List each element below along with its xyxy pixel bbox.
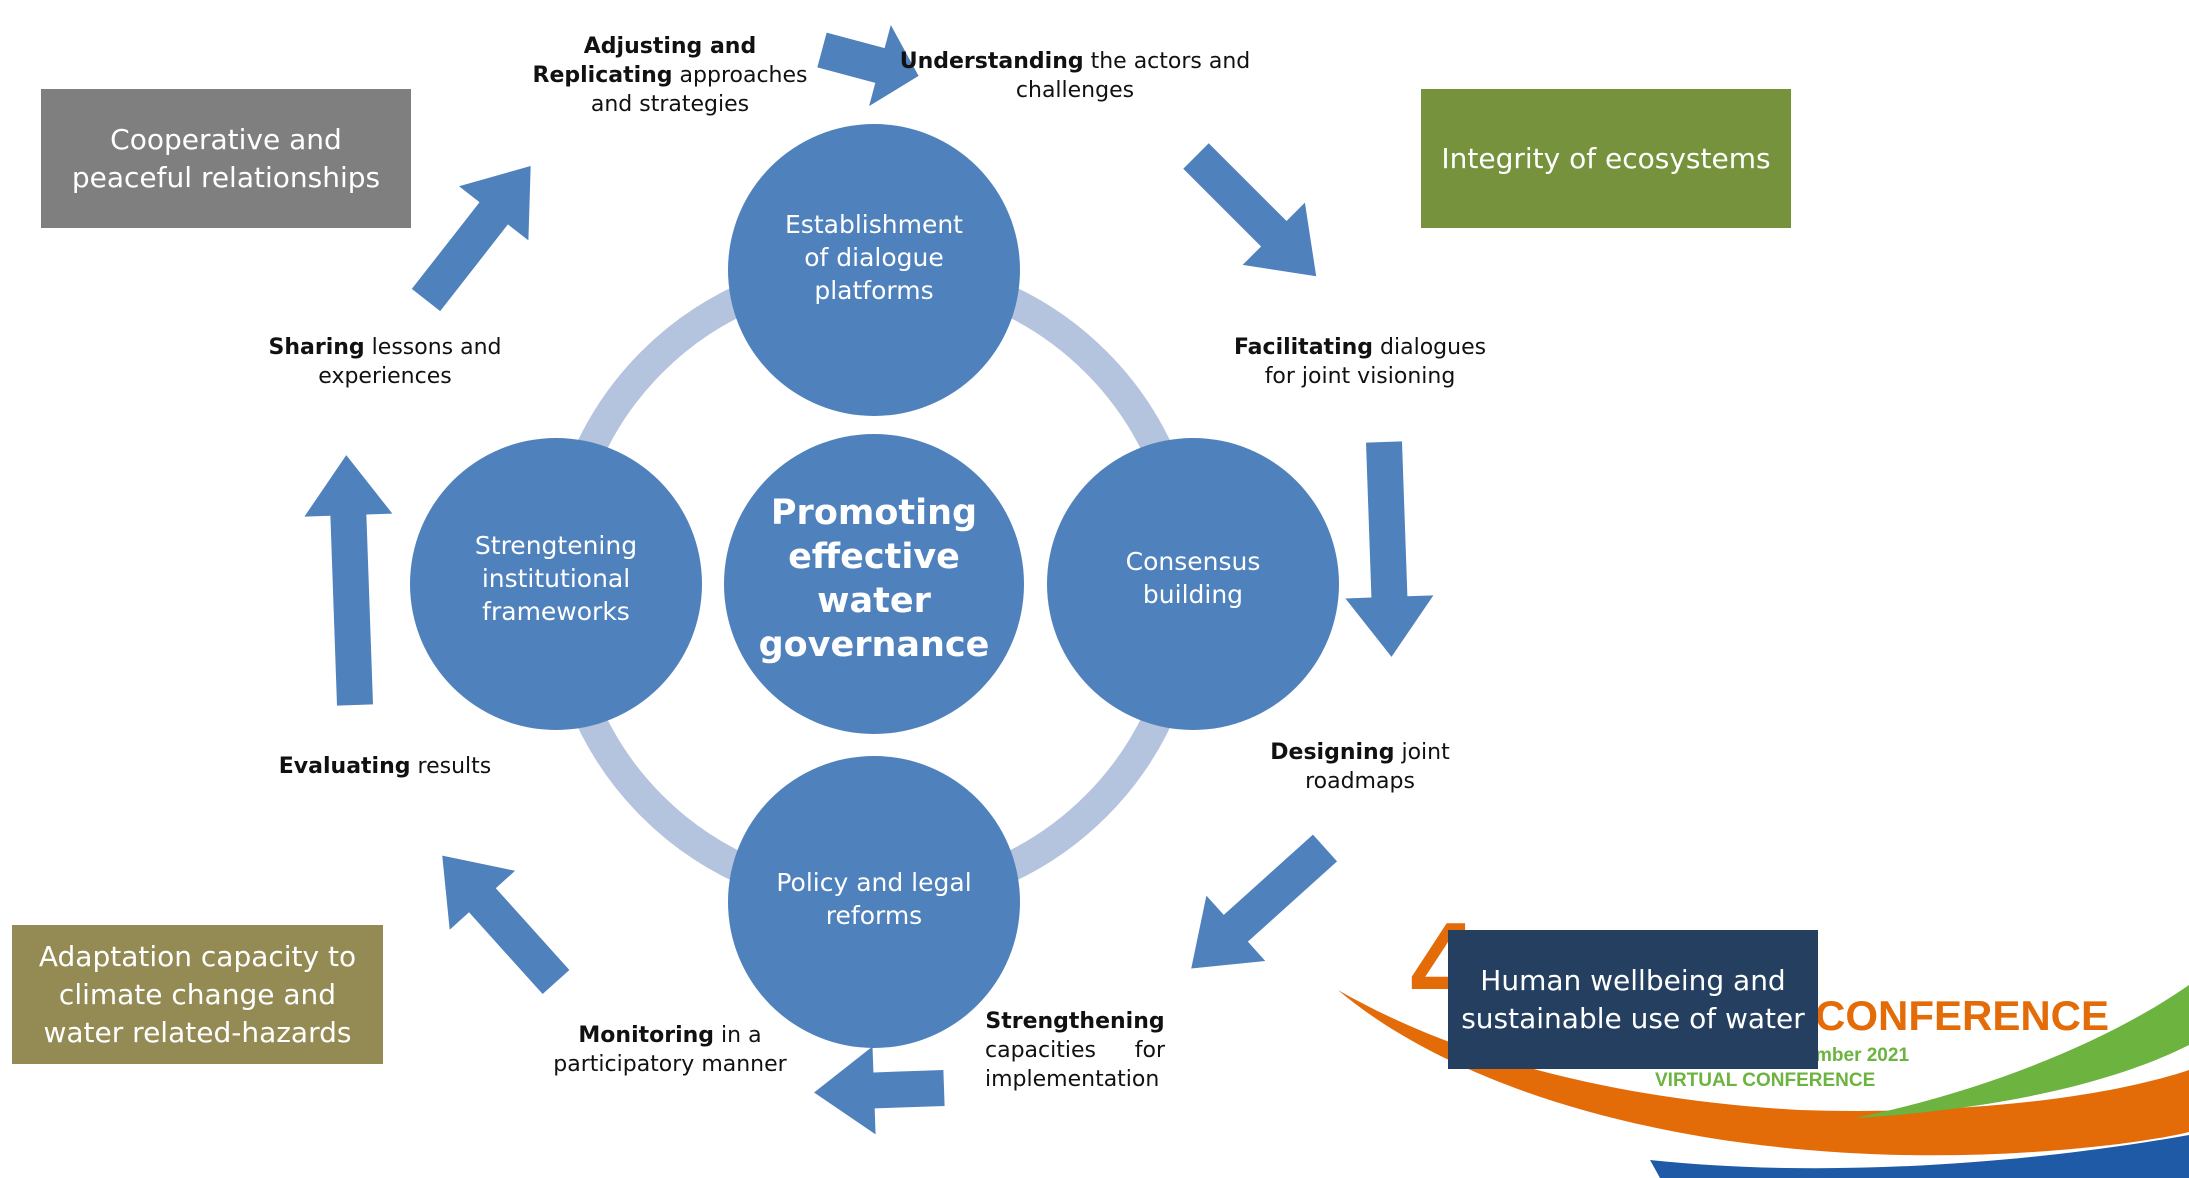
logo-virtual: VIRTUAL CONFERENCE bbox=[1655, 1070, 1876, 1091]
pillar-circle-right bbox=[1047, 438, 1339, 730]
center-circle bbox=[724, 434, 1024, 734]
arrow-left bbox=[304, 455, 393, 706]
logo-conference: CONFERENCE bbox=[1815, 992, 2110, 1039]
logo-orange-swoosh bbox=[1338, 990, 2189, 1156]
outcome-ecosystems: Integrity of ecosystems bbox=[1421, 89, 1791, 228]
logo-blue-swoosh bbox=[1650, 1135, 2189, 1178]
logo-date: mber 2021 bbox=[1815, 1045, 1910, 1066]
logo-green-swoosh bbox=[1855, 985, 2189, 1118]
arrow-upper-right bbox=[1183, 143, 1317, 277]
step-designing: Designing joint roadmaps bbox=[1270, 740, 1450, 794]
pillar-circle-bottom bbox=[728, 756, 1020, 1048]
arrow-upper-left bbox=[411, 166, 531, 312]
step-adjusting: Adjusting and Replicating approaches and… bbox=[532, 34, 808, 117]
pillar-circle-left bbox=[410, 438, 702, 730]
step-facilitating: Facilitating dialogues for joint visioni… bbox=[1233, 335, 1487, 389]
pillar-circle-top bbox=[728, 124, 1020, 416]
step-monitoring: Monitoring in a participatory manner bbox=[553, 1023, 787, 1077]
arrow-right bbox=[1345, 441, 1434, 657]
step-sharing: Sharing lessons and experiences bbox=[268, 335, 502, 389]
arrow-bottom bbox=[814, 1046, 945, 1135]
step-understanding: Understanding the actors and challenges bbox=[899, 49, 1251, 103]
arrow-lower-right bbox=[1191, 834, 1338, 969]
arrow-top-right bbox=[817, 24, 919, 107]
cycle-arrows bbox=[304, 24, 1434, 1135]
arrow-lower-left bbox=[442, 855, 570, 995]
conference-logo-swoosh bbox=[1338, 985, 2189, 1178]
step-evaluating: Evaluating results bbox=[278, 754, 492, 779]
